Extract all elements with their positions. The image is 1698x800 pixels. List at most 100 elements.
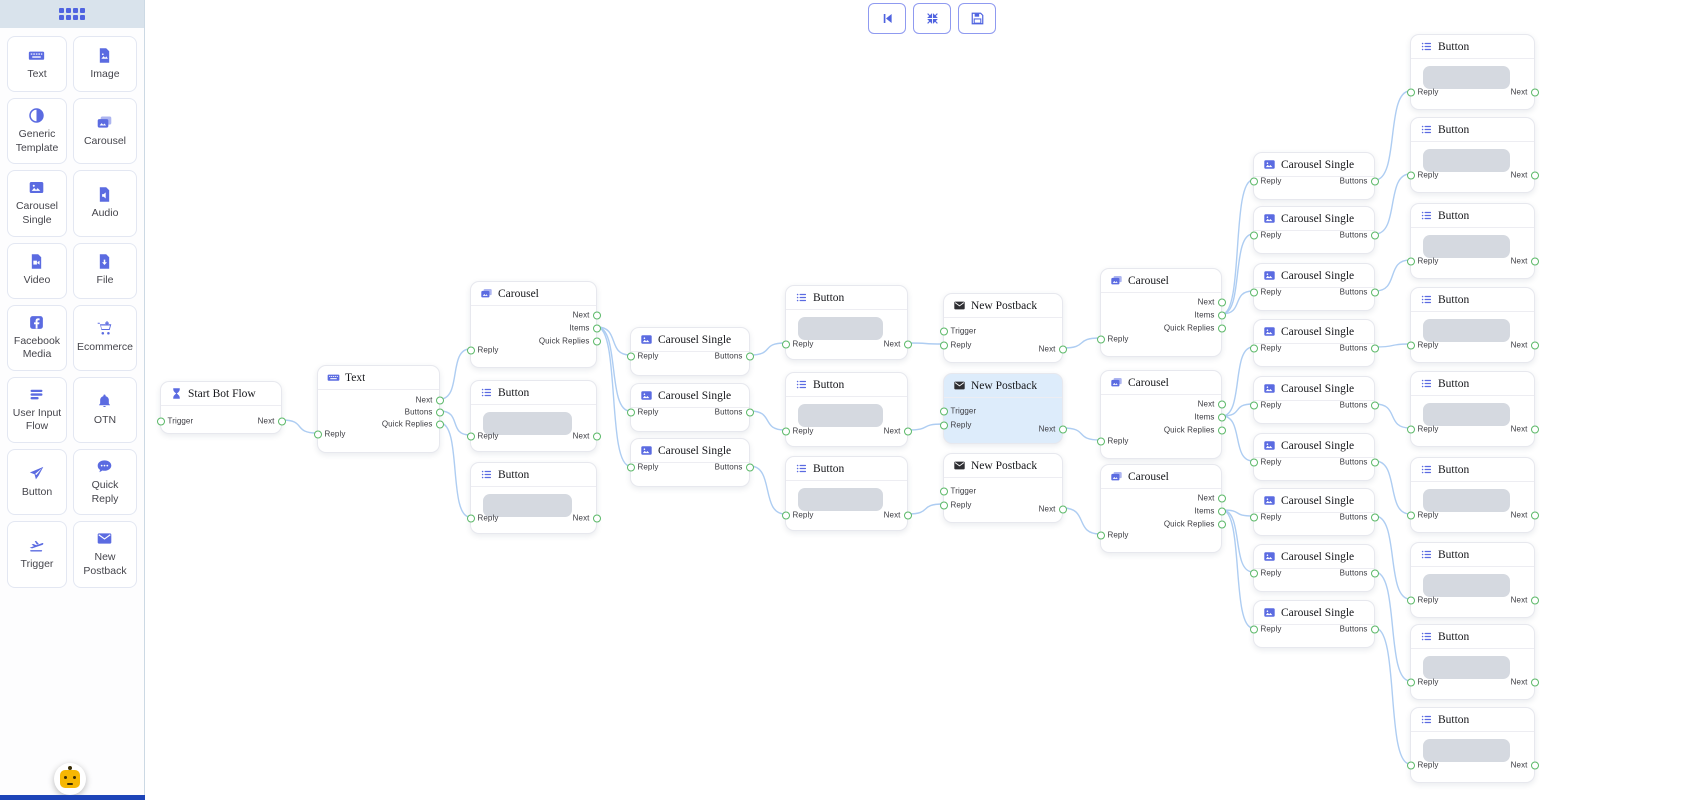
port-handle[interactable] bbox=[903, 511, 912, 519]
palette-item-generic-template[interactable]: Generic Template bbox=[7, 98, 67, 165]
port-next[interactable]: Next bbox=[258, 417, 286, 426]
port-reply[interactable]: Reply bbox=[1406, 88, 1439, 97]
port-reply[interactable]: Reply bbox=[1096, 437, 1129, 446]
port-reply[interactable]: Reply bbox=[781, 511, 814, 520]
palette-item-audio[interactable]: Audio bbox=[72, 170, 137, 237]
port-reply[interactable]: Reply bbox=[1096, 531, 1129, 540]
port-handle[interactable] bbox=[939, 327, 948, 335]
port-items[interactable]: Items bbox=[1194, 311, 1226, 320]
port-handle[interactable] bbox=[1249, 513, 1258, 521]
port-handle[interactable] bbox=[1217, 324, 1226, 332]
palette-item-carousel[interactable]: Carousel bbox=[72, 98, 137, 165]
port-reply[interactable]: Reply bbox=[1096, 335, 1129, 344]
port-buttons[interactable]: Buttons bbox=[1340, 569, 1379, 578]
port-handle[interactable] bbox=[1530, 257, 1539, 265]
port-next[interactable]: Next bbox=[1511, 761, 1539, 770]
port-next[interactable]: Next bbox=[573, 432, 601, 441]
port-next[interactable]: Next bbox=[884, 427, 912, 436]
port-reply[interactable]: Reply bbox=[1249, 177, 1282, 186]
bot-assistant-launcher[interactable] bbox=[54, 763, 86, 795]
port-reply[interactable]: Reply bbox=[313, 430, 346, 439]
port-handle[interactable] bbox=[939, 501, 948, 509]
port-reply[interactable]: Reply bbox=[1406, 257, 1439, 266]
port-handle[interactable] bbox=[1530, 88, 1539, 96]
port-handle[interactable] bbox=[1217, 507, 1226, 515]
port-reply[interactable]: Reply bbox=[1249, 513, 1282, 522]
palette-item-image[interactable]: Image bbox=[72, 36, 137, 92]
port-quick-replies[interactable]: Quick Replies bbox=[1164, 520, 1226, 529]
port-reply[interactable]: Reply bbox=[1406, 761, 1439, 770]
port-handle[interactable] bbox=[1406, 678, 1415, 686]
port-buttons[interactable]: Buttons bbox=[1340, 513, 1379, 522]
port-reply[interactable]: Reply bbox=[939, 341, 972, 350]
port-reply[interactable]: Reply bbox=[466, 346, 499, 355]
port-handle[interactable] bbox=[903, 340, 912, 348]
port-handle[interactable] bbox=[592, 337, 601, 345]
port-next[interactable]: Next bbox=[1198, 400, 1226, 409]
port-buttons[interactable]: Buttons bbox=[1340, 231, 1379, 240]
port-handle[interactable] bbox=[1096, 437, 1105, 445]
port-handle[interactable] bbox=[1217, 413, 1226, 421]
port-next[interactable]: Next bbox=[1039, 505, 1067, 514]
port-reply[interactable]: Reply bbox=[1406, 425, 1439, 434]
port-handle[interactable] bbox=[1217, 520, 1226, 528]
port-items[interactable]: Items bbox=[1194, 507, 1226, 516]
port-reply[interactable]: Reply bbox=[1249, 288, 1282, 297]
port-handle[interactable] bbox=[1370, 401, 1379, 409]
port-buttons[interactable]: Buttons bbox=[1340, 458, 1379, 467]
port-buttons[interactable]: Buttons bbox=[1340, 401, 1379, 410]
port-handle[interactable] bbox=[1217, 426, 1226, 434]
port-buttons[interactable]: Buttons bbox=[1340, 177, 1379, 186]
port-handle[interactable] bbox=[1406, 511, 1415, 519]
port-trigger[interactable]: Trigger bbox=[939, 407, 977, 416]
port-handle[interactable] bbox=[1530, 596, 1539, 604]
palette-item-carousel-single[interactable]: Carousel Single bbox=[7, 170, 67, 237]
port-handle[interactable] bbox=[1217, 311, 1226, 319]
port-reply[interactable]: Reply bbox=[626, 463, 659, 472]
port-reply[interactable]: Reply bbox=[626, 352, 659, 361]
palette-item-user-input-flow[interactable]: User Input Flow bbox=[7, 376, 67, 444]
port-handle[interactable] bbox=[1370, 569, 1379, 577]
port-handle[interactable] bbox=[1217, 494, 1226, 502]
port-next[interactable]: Next bbox=[416, 396, 444, 405]
port-handle[interactable] bbox=[626, 463, 635, 471]
port-next[interactable]: Next bbox=[1511, 341, 1539, 350]
port-next[interactable]: Next bbox=[573, 311, 601, 320]
port-handle[interactable] bbox=[745, 352, 754, 360]
port-reply[interactable]: Reply bbox=[1249, 401, 1282, 410]
port-next[interactable]: Next bbox=[884, 511, 912, 520]
port-handle[interactable] bbox=[1370, 513, 1379, 521]
skip-to-start-button[interactable] bbox=[868, 3, 906, 34]
port-handle[interactable] bbox=[1530, 761, 1539, 769]
port-handle[interactable] bbox=[939, 407, 948, 415]
port-reply[interactable]: Reply bbox=[781, 340, 814, 349]
port-next[interactable]: Next bbox=[1511, 425, 1539, 434]
port-reply[interactable]: Reply bbox=[1249, 344, 1282, 353]
palette-item-ecommerce[interactable]: Ecommerce bbox=[72, 304, 137, 371]
port-next[interactable]: Next bbox=[1511, 511, 1539, 520]
palette-item-new-postback[interactable]: New Postback bbox=[72, 521, 137, 588]
port-trigger[interactable]: Trigger bbox=[939, 487, 977, 496]
port-next[interactable]: Next bbox=[1039, 425, 1067, 434]
port-next[interactable]: Next bbox=[1198, 494, 1226, 503]
port-handle[interactable] bbox=[1530, 511, 1539, 519]
palette-item-otn[interactable]: OTN bbox=[72, 376, 137, 444]
